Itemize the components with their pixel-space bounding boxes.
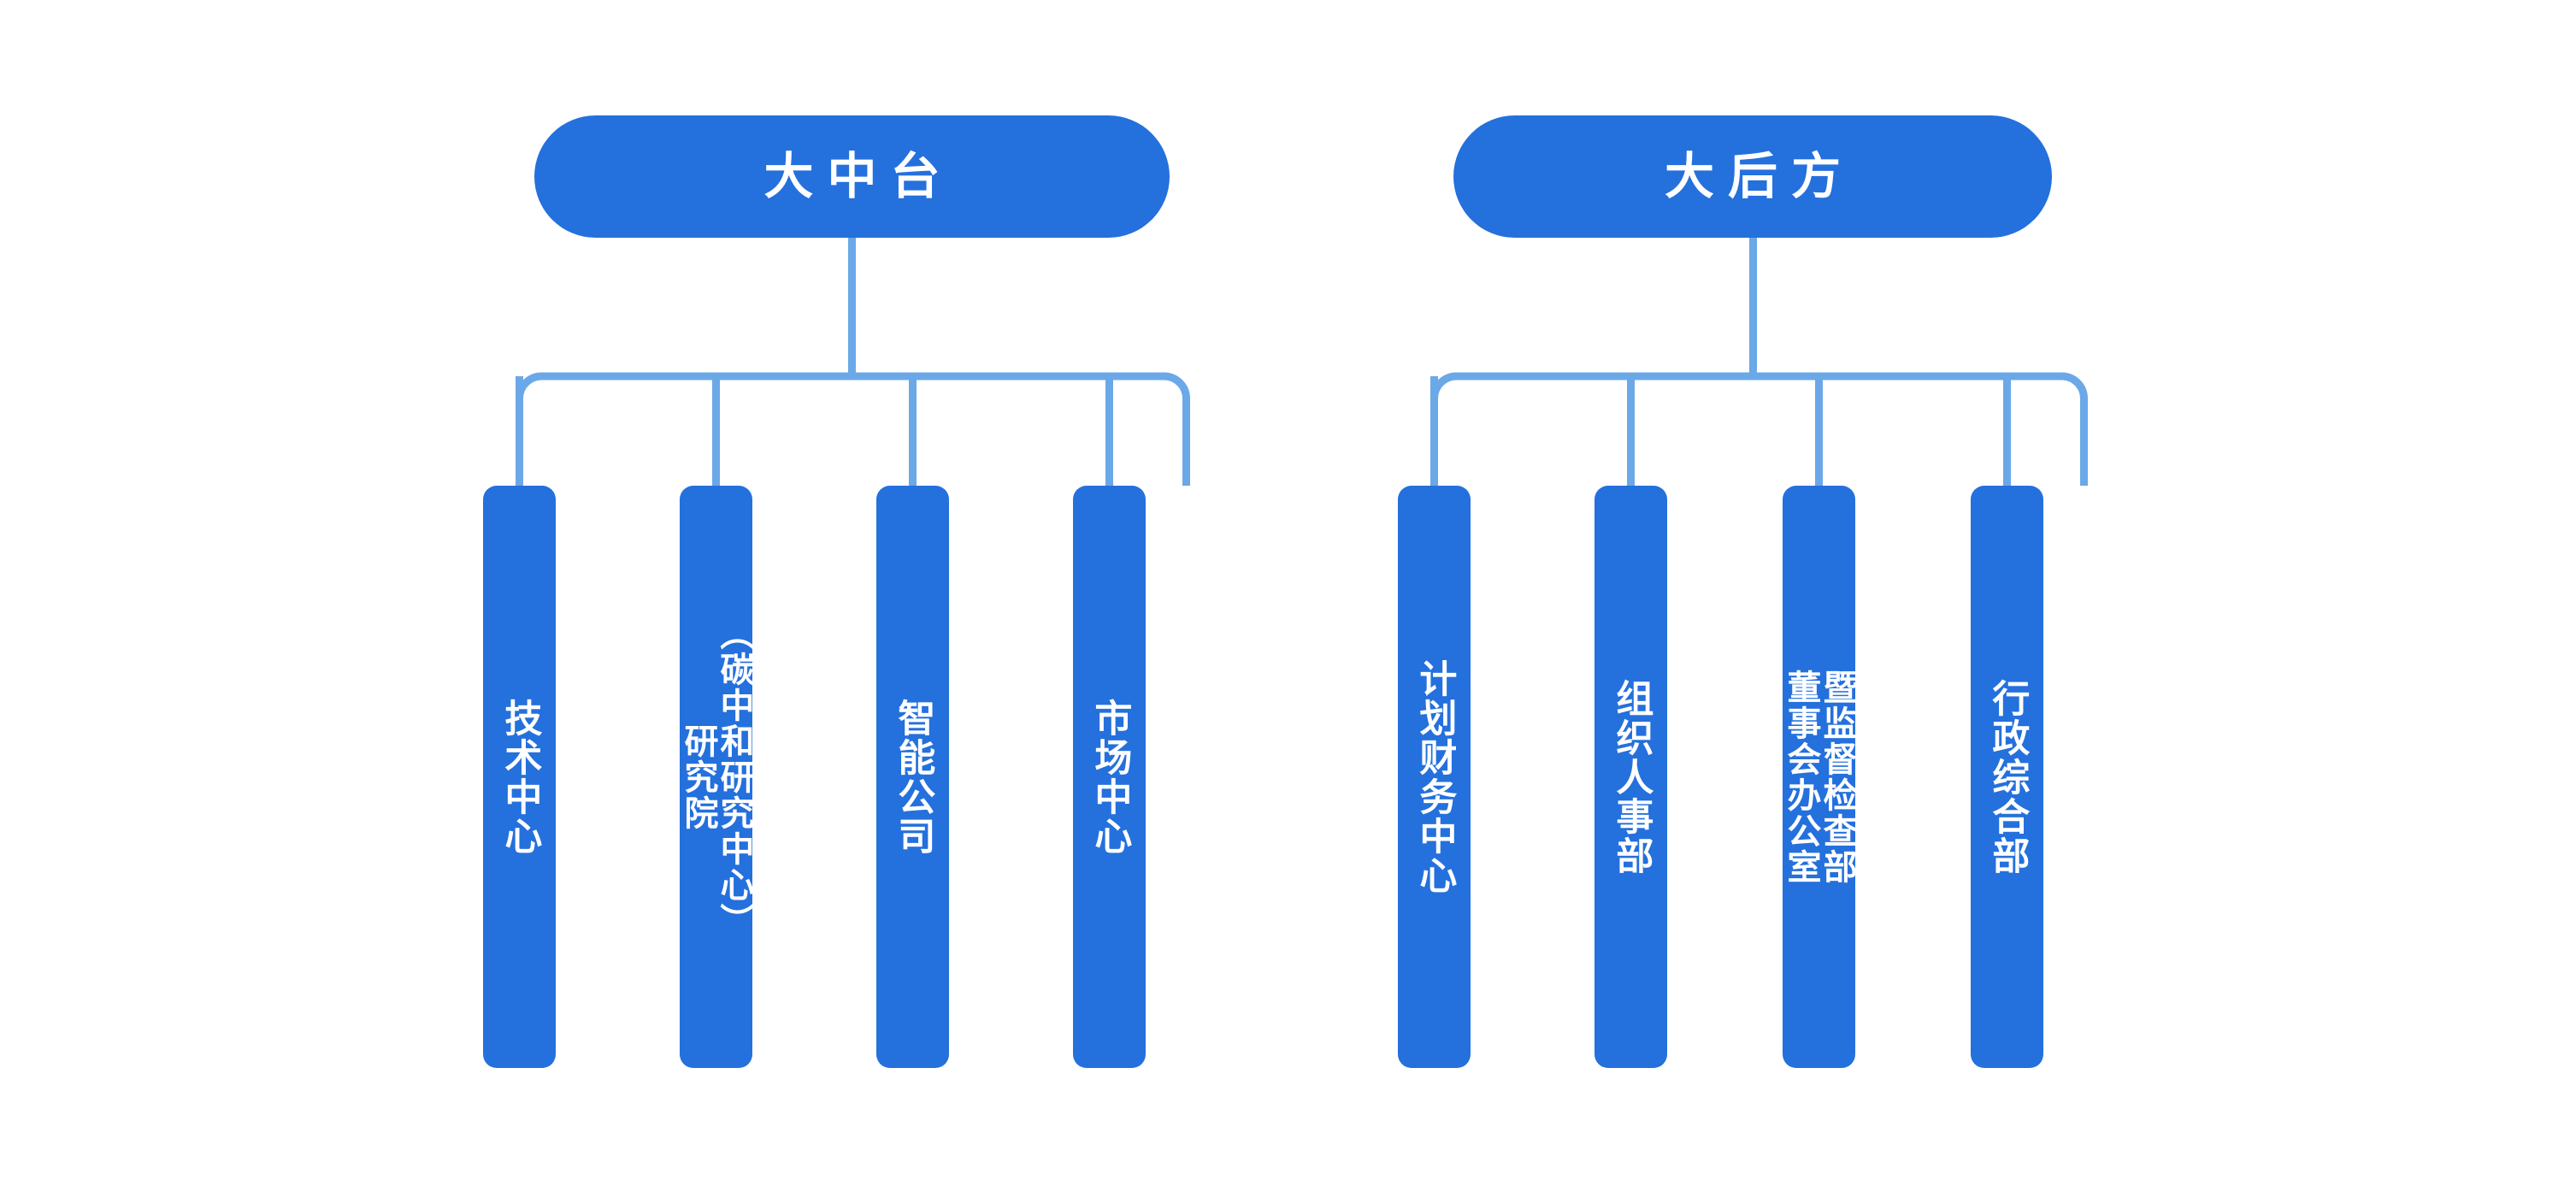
leaf-node-finance-center[interactable]: 计划财务中心	[1398, 486, 1471, 1068]
leaf-node-tech-center[interactable]: 技术中心	[483, 486, 556, 1068]
leaf-node-research-institute-label-primary: （碳中和研究中心）	[715, 615, 753, 939]
leaf-node-admin-department-label: 行政综合部	[1986, 678, 2029, 876]
leaf-node-board-office[interactable]: 暨监督检查部 董事会办公室	[1783, 486, 1855, 1068]
leaf-node-market-center-label: 市场中心	[1088, 698, 1131, 856]
group-node-zhongtai[interactable]: 大中台	[534, 115, 1170, 238]
leaf-node-finance-center-label: 计划财务中心	[1413, 658, 1456, 895]
leaf-node-intelligent-company[interactable]: 智能公司	[876, 486, 949, 1068]
group-node-houfang-label: 大后方	[1664, 148, 1854, 204]
leaf-node-admin-department[interactable]: 行政综合部	[1971, 486, 2043, 1068]
connector-bus-zhongtai	[516, 372, 1190, 486]
group-node-houfang[interactable]: 大后方	[1453, 115, 2052, 238]
connector-bus-houfang	[1430, 372, 2088, 486]
leaf-node-research-institute[interactable]: （碳中和研究中心） 研究院	[680, 486, 752, 1068]
group-node-zhongtai-label: 大中台	[763, 148, 954, 204]
leaf-node-hr-department-label: 组织人事部	[1610, 678, 1653, 876]
leaf-node-board-office-label-secondary: 董事会办公室	[1783, 669, 1820, 885]
leaf-node-hr-department[interactable]: 组织人事部	[1595, 486, 1667, 1068]
leaf-node-research-institute-label-secondary: 研究院	[680, 723, 717, 831]
leaf-node-tech-center-label: 技术中心	[498, 698, 541, 856]
leaf-node-intelligent-company-label: 智能公司	[892, 698, 934, 856]
leaf-node-market-center[interactable]: 市场中心	[1073, 486, 1146, 1068]
leaf-node-board-office-label-primary: 暨监督检查部	[1818, 669, 1856, 885]
